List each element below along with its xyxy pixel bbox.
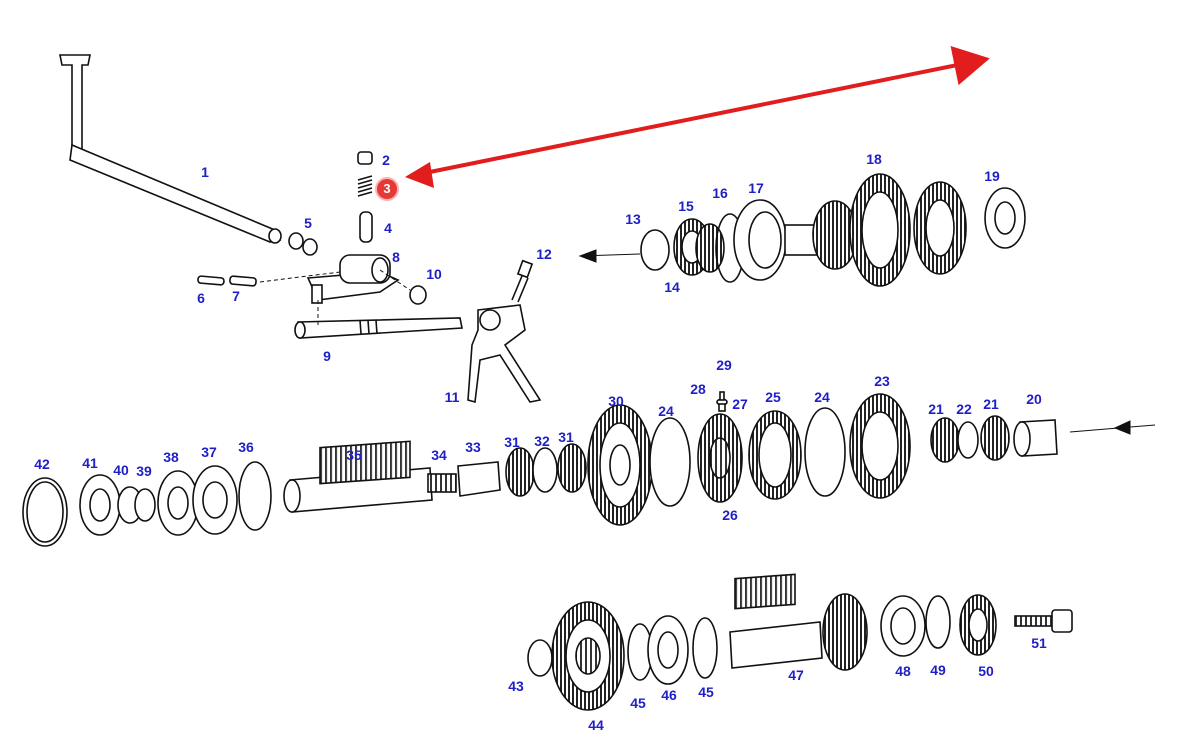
callout-31b: 31 <box>558 429 574 445</box>
callout-49: 49 <box>930 662 946 678</box>
callout-35: 35 <box>346 447 362 463</box>
bolt-part-51 <box>1014 615 1056 627</box>
callout-41: 41 <box>82 455 98 471</box>
detent-parts-2-3-4 <box>357 151 373 243</box>
callout-48: 48 <box>895 663 911 679</box>
callout-22: 22 <box>956 401 972 417</box>
callout-51: 51 <box>1031 635 1047 651</box>
callout-40: 40 <box>113 462 129 478</box>
callout-2: 2 <box>382 152 390 168</box>
callout-32: 32 <box>534 433 550 449</box>
callout-16: 16 <box>712 185 728 201</box>
shaft-part-47 <box>729 621 823 669</box>
callout-33: 33 <box>465 439 481 455</box>
snap-ring-part-36 <box>238 461 272 531</box>
callout-37: 37 <box>201 444 217 460</box>
callout-45a: 45 <box>630 695 646 711</box>
callout-24b: 24 <box>814 389 830 405</box>
callout-20: 20 <box>1026 391 1042 407</box>
callout-29: 29 <box>716 357 732 373</box>
callout-21b: 21 <box>983 396 999 412</box>
bearing-part-21b <box>980 415 1010 461</box>
main-shaft-assembly <box>22 391 1058 547</box>
circlip-part-42 <box>22 477 68 547</box>
callout-36: 36 <box>238 439 254 455</box>
callout-12: 12 <box>536 246 552 262</box>
callout-11: 11 <box>444 389 460 405</box>
circlip-part-13 <box>640 229 670 271</box>
callout-47: 47 <box>788 667 804 683</box>
callout-23: 23 <box>874 373 890 389</box>
red-pointer-arrow <box>419 45 990 176</box>
callout-5: 5 <box>304 215 312 231</box>
callout-4: 4 <box>384 220 392 236</box>
ring-part-39 <box>134 488 156 522</box>
callout-17: 17 <box>748 180 764 196</box>
spring-part-29 <box>719 391 725 401</box>
callout-24a: 24 <box>658 403 674 419</box>
upper-shaft-assembly <box>640 173 1026 287</box>
callout-30: 30 <box>608 393 624 409</box>
snap-ring-part-45b <box>692 617 718 679</box>
callout-45b: 45 <box>698 684 714 700</box>
bolt-part-12 <box>511 259 534 303</box>
callout-39: 39 <box>136 463 152 479</box>
callout-14: 14 <box>664 279 680 295</box>
direction-arrow-main <box>1069 424 1156 433</box>
lower-shaft-assembly <box>527 573 1073 711</box>
callout-19: 19 <box>984 168 1000 184</box>
callout-50: 50 <box>978 663 994 679</box>
callout-26: 26 <box>722 507 738 523</box>
callout-18: 18 <box>866 151 882 167</box>
callout-7: 7 <box>232 288 240 304</box>
callout-34: 34 <box>431 447 447 463</box>
circlip-part-43 <box>527 639 553 677</box>
callout-9: 9 <box>323 348 331 364</box>
callout-42: 42 <box>34 456 50 472</box>
needle-bearing-part-31 <box>505 447 535 497</box>
callout-1: 1 <box>201 164 209 180</box>
callout-28: 28 <box>690 381 706 397</box>
sleeve-part-33 <box>457 461 501 497</box>
callout-27: 27 <box>732 396 748 412</box>
callout-44: 44 <box>588 717 604 733</box>
callout-6: 6 <box>197 290 205 306</box>
callout-8: 8 <box>392 249 400 265</box>
callout-31a: 31 <box>504 434 520 450</box>
pin-part-7 <box>229 275 257 287</box>
ball-part-27 <box>718 403 726 412</box>
ring-part-24b <box>804 407 846 497</box>
selector-block-part-8 <box>306 254 400 304</box>
ring-part-5a <box>288 232 304 250</box>
spline-part-34 <box>427 473 457 493</box>
highlighted-callout-3: 3 <box>377 179 397 199</box>
spacer-part-22 <box>957 421 979 459</box>
ring-part-5b <box>302 238 318 256</box>
leader-lines <box>259 249 1156 435</box>
callout-10: 10 <box>426 266 442 282</box>
callout-13: 13 <box>625 211 641 227</box>
callout-46: 46 <box>661 687 677 703</box>
shift-fork-part-11 <box>467 304 542 404</box>
callout-43: 43 <box>508 678 524 694</box>
callout-21a: 21 <box>928 401 944 417</box>
snap-ring-part-49 <box>925 595 951 649</box>
ring-part-24a <box>649 417 691 507</box>
red-pointer-arrowhead <box>405 162 434 188</box>
callout-15: 15 <box>678 198 694 214</box>
callout-38: 38 <box>163 449 179 465</box>
spacer-part-32 <box>532 447 558 493</box>
selector-rod-part-9 <box>294 317 463 339</box>
shift-lever-part-1 <box>59 54 282 244</box>
pin-part-6 <box>197 275 225 286</box>
callout-25: 25 <box>765 389 781 405</box>
bearing-part-21a <box>930 417 960 463</box>
bushing-part-10 <box>409 285 427 305</box>
